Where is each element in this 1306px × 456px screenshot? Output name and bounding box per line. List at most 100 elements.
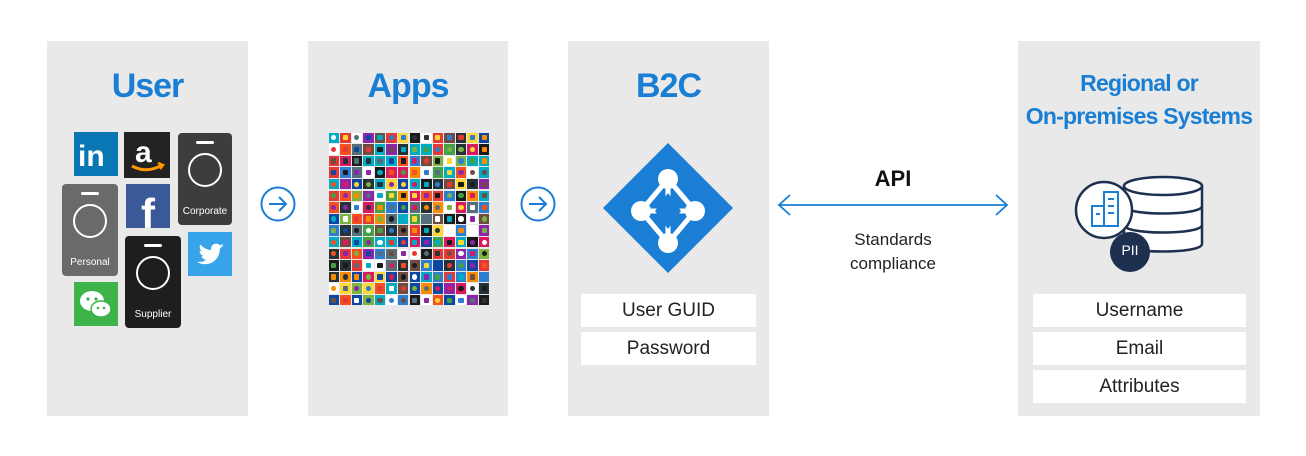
app-tile-icon [444, 283, 455, 294]
amazon-icon: a [124, 132, 170, 178]
database-pii-icon: PII [1074, 172, 1208, 276]
password-field: Password [581, 332, 756, 365]
app-tile-icon [398, 132, 409, 143]
app-tile-icon [351, 132, 363, 143]
email-field: Email [1033, 332, 1246, 365]
app-tile-icon [479, 144, 490, 155]
app-tile-icon [328, 237, 339, 248]
app-tile-icon [409, 248, 420, 259]
app-tile-icon [328, 155, 339, 167]
app-tile-icon [351, 213, 363, 225]
user-guid-field: User GUID [581, 294, 756, 327]
app-tile-icon [432, 248, 444, 259]
app-tile-icon [351, 271, 363, 283]
app-tile-icon [432, 271, 444, 283]
app-tile-icon [421, 283, 432, 294]
app-tile-icon [432, 237, 444, 248]
app-tile-icon [455, 271, 467, 283]
app-tile-icon [432, 225, 444, 236]
app-tile-icon [432, 132, 444, 143]
app-tile-icon [374, 202, 386, 213]
app-tile-icon [363, 213, 374, 225]
app-tile-icon [374, 155, 386, 167]
app-tile-icon [444, 271, 455, 283]
app-tile-icon [351, 179, 363, 190]
app-tile-icon [351, 202, 363, 213]
user-title: User [111, 67, 185, 105]
app-tile-icon [340, 155, 351, 167]
app-tile-icon [340, 248, 351, 259]
app-tile-icon [479, 167, 490, 178]
app-tile-icon [409, 271, 420, 283]
app-tile-icon [467, 248, 478, 259]
app-tile-icon [455, 202, 467, 213]
app-tile-icon [340, 283, 351, 294]
app-tile-icon [351, 225, 363, 236]
svg-text:in: in [78, 140, 105, 173]
app-tile-icon [421, 295, 432, 306]
app-tile-icon [363, 202, 374, 213]
app-tile-icon [328, 260, 339, 271]
app-tile-icon [444, 155, 455, 167]
app-tile-icon [479, 283, 490, 294]
corporate-badge: Corporate [178, 133, 232, 225]
app-tile-icon [363, 271, 374, 283]
regional-title-line2: On-premises Systems [1025, 103, 1253, 129]
app-tile-icon [328, 271, 339, 283]
app-tile-icon [363, 190, 374, 201]
app-tile-icon [432, 155, 444, 167]
app-tile-icon [398, 248, 409, 259]
app-tile-icon [340, 179, 351, 190]
app-tile-icon [374, 248, 386, 259]
app-tile-icon [455, 190, 467, 201]
attributes-field: Attributes [1033, 370, 1246, 403]
app-tile-icon [444, 260, 455, 271]
app-tile-icon [398, 260, 409, 271]
app-tile-icon [421, 179, 432, 190]
app-tile-icon [328, 225, 339, 236]
app-tile-icon [351, 144, 363, 155]
app-tile-icon [374, 271, 386, 283]
app-tile-icon [363, 155, 374, 167]
app-tile-icon [351, 283, 363, 294]
app-tile-icon [421, 167, 432, 178]
app-tile-icon [432, 283, 444, 294]
app-tile-icon [409, 260, 420, 271]
app-tile-icon [467, 167, 478, 178]
app-tile-icon [374, 225, 386, 236]
app-tile-icon [409, 179, 420, 190]
svg-text:f: f [141, 190, 156, 228]
app-tile-icon [363, 179, 374, 190]
app-tile-icon [386, 237, 397, 248]
app-tile-icon [479, 213, 490, 225]
apps-title: Apps [367, 67, 450, 105]
app-tile-icon [421, 144, 432, 155]
app-tile-icon [398, 213, 409, 225]
app-tile-icon [386, 295, 397, 306]
app-tile-icon [398, 295, 409, 306]
app-tile-icon [386, 283, 397, 294]
app-tile-icon [455, 260, 467, 271]
corporate-label: Corporate [182, 206, 228, 217]
app-tile-icon [409, 132, 420, 143]
personal-label: Personal [70, 257, 110, 268]
app-tile-icon [455, 283, 467, 294]
app-tile-icon [340, 295, 351, 306]
app-tile-icon [455, 248, 467, 259]
supplier-badge: Supplier [125, 236, 181, 328]
app-tile-icon [398, 225, 409, 236]
app-tile-icon [351, 260, 363, 271]
app-tile-icon [386, 260, 397, 271]
app-tile-icon [444, 202, 455, 213]
app-tile-icon [467, 132, 478, 143]
app-tile-icon [398, 237, 409, 248]
app-tile-icon [479, 271, 490, 283]
app-tile-icon [467, 225, 478, 236]
app-tile-icon [340, 202, 351, 213]
app-tile-icon [444, 237, 455, 248]
app-tile-icon [386, 167, 397, 178]
app-tile-icon [444, 295, 455, 306]
app-tile-icon [398, 167, 409, 178]
app-tile-icon [351, 190, 363, 201]
app-tile-icon [328, 132, 339, 143]
